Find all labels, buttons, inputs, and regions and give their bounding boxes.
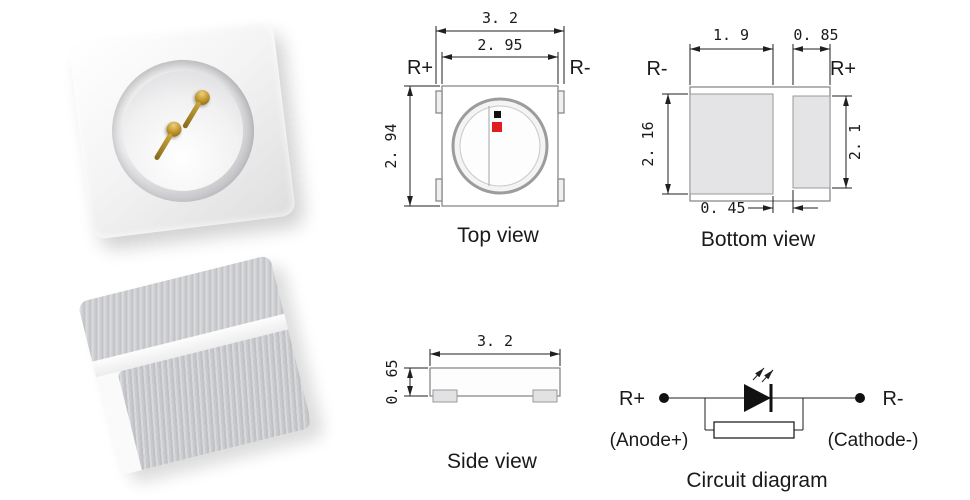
circuit-diagram: R+ R- (Anode+) (Cathode-) Circuit diagra… [610,367,919,492]
side-dim-width: 3. 2 [429,332,561,366]
top-polarity-right: R- [569,57,590,79]
bottom-view-caption: Bottom view [701,228,816,251]
lead-tab [557,90,565,114]
bottom-dim-left-pad-height-text: 2. 16 [639,121,657,166]
circuit-cathode-label: R- [882,388,903,410]
side-view-caption: Side view [447,450,538,473]
top-view-caption: Top view [457,224,540,247]
bottom-polarity-right: R+ [830,58,856,80]
lead-tab [435,90,443,114]
side-view-drawing: 3. 2 0. 65 Side view [383,332,561,473]
lead-tab [557,178,565,202]
bottom-view-drawing: 1. 9 0. 85 2. 16 2. 1 [639,26,864,251]
resistor-symbol-icon [704,398,804,439]
bottom-dim-pad-gap-text: 0. 45 [700,199,745,217]
die-black-marker [494,111,501,118]
reflector-inner [459,105,541,187]
bottom-right-pad [792,95,831,189]
top-dim-inner-width: 2. 95 [441,36,559,84]
top-view-drawing: 3. 2 2. 95 2. 94 R+ R- Top view [382,9,591,247]
bottom-polarity-left: R- [646,58,667,80]
top-polarity-left: R+ [407,57,433,79]
top-dim-inner-width-text: 2. 95 [477,36,522,54]
side-right-foot [532,389,558,403]
bottom-dim-right-pad-width: 0. 85 [792,26,839,85]
side-dim-height-text: 0. 65 [383,359,401,404]
bottom-dim-pad-gap: 0. 45 [700,190,818,217]
top-dim-height: 2. 94 [382,85,440,207]
side-dim-height: 0. 65 [383,359,428,405]
bottom-left-pad [689,93,774,195]
side-dim-width-text: 3. 2 [477,332,513,350]
circuit-anode-sublabel: (Anode+) [610,430,689,451]
bottom-dim-right-pad-width-text: 0. 85 [793,26,838,44]
bottom-dim-left-pad-height: 2. 16 [639,93,688,195]
cathode-terminal-dot [855,393,865,403]
side-left-foot [432,389,458,403]
led-symbol-icon [744,367,774,412]
anode-terminal-dot [659,393,669,403]
bottom-dim-right-pad-height-text: 2. 1 [846,124,864,160]
top-dim-height-text: 2. 94 [382,123,400,168]
top-dim-outer-width-text: 3. 2 [482,9,518,27]
top-dim-outer-width: 3. 2 [435,9,565,84]
circuit-caption: Circuit diagram [686,469,827,492]
bottom-dim-right-pad-height: 2. 1 [832,95,864,189]
bottom-dim-left-pad-width-text: 1. 9 [713,26,749,44]
circuit-anode-label: R+ [619,388,645,410]
die-red-marker [492,122,502,132]
circuit-cathode-sublabel: (Cathode-) [828,430,919,451]
lead-tab [435,178,443,202]
bottom-dim-left-pad-width: 1. 9 [689,26,774,85]
